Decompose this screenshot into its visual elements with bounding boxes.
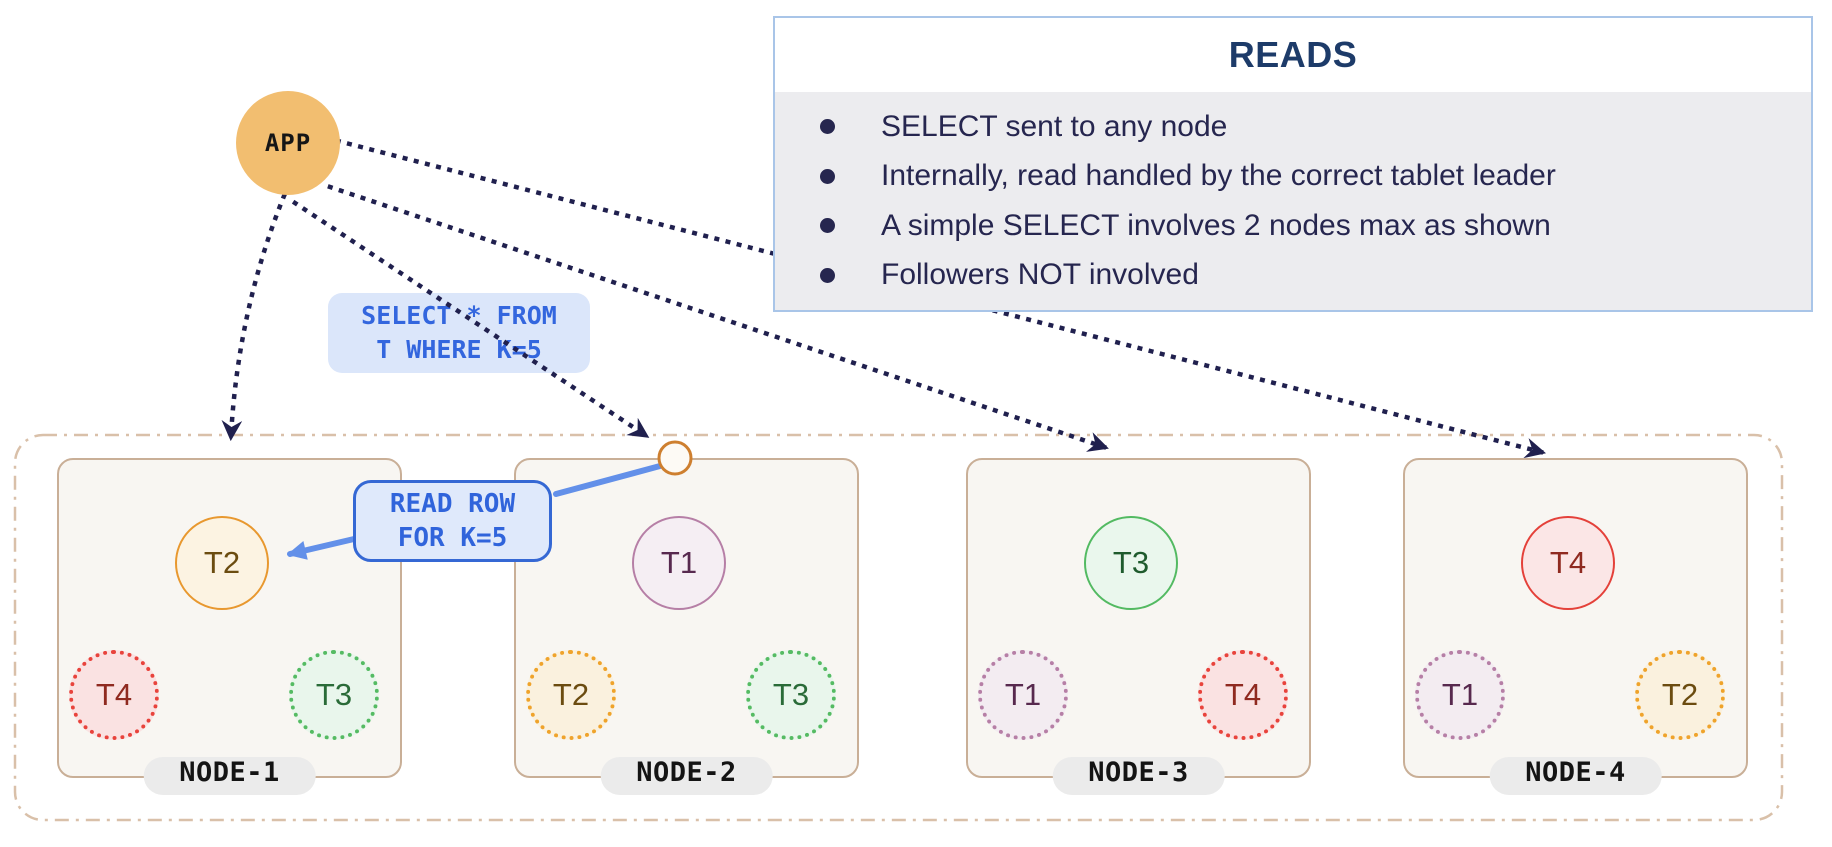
tablet-follower-circle: T1: [1415, 650, 1505, 740]
tablet-label: T4: [1224, 677, 1262, 712]
node-name-badge: NODE-2: [600, 757, 773, 795]
tablet-follower-circle: T4: [1198, 650, 1288, 740]
node-name-badge: NODE-3: [1052, 757, 1225, 795]
app-circle: APP: [236, 91, 340, 195]
bullet-text: Followers NOT involved: [881, 258, 1199, 292]
node-box-3: T3 T1 T4 NODE-3: [966, 458, 1311, 795]
bullet-icon: [820, 168, 835, 184]
tablet-label: T4: [95, 677, 133, 712]
tablet-label: T3: [772, 677, 810, 712]
tablet-follower-circle: T3: [289, 650, 379, 740]
tablet-label: T4: [1549, 545, 1587, 580]
reads-panel-title: READS: [1228, 34, 1358, 75]
bullet-text: A simple SELECT involves 2 nodes max as …: [881, 208, 1551, 242]
tablet-follower-circle: T1: [978, 650, 1068, 740]
tablet-follower-circle: T3: [746, 650, 836, 740]
tablet-label: T1: [660, 545, 698, 580]
tablet-label: T1: [1004, 677, 1042, 712]
node-box-2: T1 T2 T3 NODE-2: [514, 458, 859, 795]
tablet-leader-circle: T3: [1084, 516, 1178, 610]
tablet-label: T2: [1661, 677, 1699, 712]
bullet-icon: [820, 119, 835, 135]
tablet-label: T2: [552, 677, 590, 712]
reads-bullet-item: SELECT sent to any node: [820, 110, 1801, 144]
tablet-leader-circle: T1: [632, 516, 726, 610]
sql-query-line1: SELECT * FROM: [361, 301, 557, 330]
read-row-line1: READ ROW: [389, 489, 516, 519]
reads-bullet-item: A simple SELECT involves 2 nodes max as …: [820, 209, 1801, 243]
sql-query-label: SELECT * FROM T WHERE K=5: [328, 293, 590, 373]
tablet-leader-circle: T4: [1521, 516, 1615, 610]
tablet-follower-circle: T4: [69, 650, 159, 740]
read-row-line2: FOR K=5: [397, 523, 508, 553]
tablet-leader-circle: T2: [175, 516, 269, 610]
bullet-icon: [820, 267, 835, 283]
tablet-follower-circle: T2: [526, 650, 616, 740]
node-box-4: T4 T1 T2 NODE-4: [1403, 458, 1748, 795]
tablet-follower-circle: T2: [1635, 650, 1725, 740]
node-name-badge: NODE-4: [1489, 757, 1662, 795]
bullet-text: Internally, read handled by the correct …: [881, 159, 1556, 193]
reads-bullet-item: Followers NOT involved: [820, 258, 1801, 292]
tablet-label: T1: [1441, 677, 1479, 712]
bullet-text: SELECT sent to any node: [881, 109, 1228, 143]
node-name-badge: NODE-1: [143, 757, 316, 795]
sql-query-line2: T WHERE K=5: [376, 335, 542, 364]
bullet-icon: [820, 218, 835, 234]
tablet-label: T3: [1112, 545, 1150, 580]
node-box-1: T2 T4 T3 NODE-1: [57, 458, 402, 795]
read-row-callout: READ ROW FOR K=5: [353, 480, 552, 562]
tablet-label: T3: [315, 677, 353, 712]
reads-bullet-item: Internally, read handled by the correct …: [820, 159, 1801, 193]
reads-panel: READS SELECT sent to any node Internally…: [773, 16, 1813, 312]
arrow-app-to-node1: [221, 193, 287, 442]
app-label: APP: [264, 129, 312, 157]
tablet-label: T2: [203, 545, 241, 580]
reads-bullet-list: SELECT sent to any node Internally, read…: [775, 92, 1811, 310]
